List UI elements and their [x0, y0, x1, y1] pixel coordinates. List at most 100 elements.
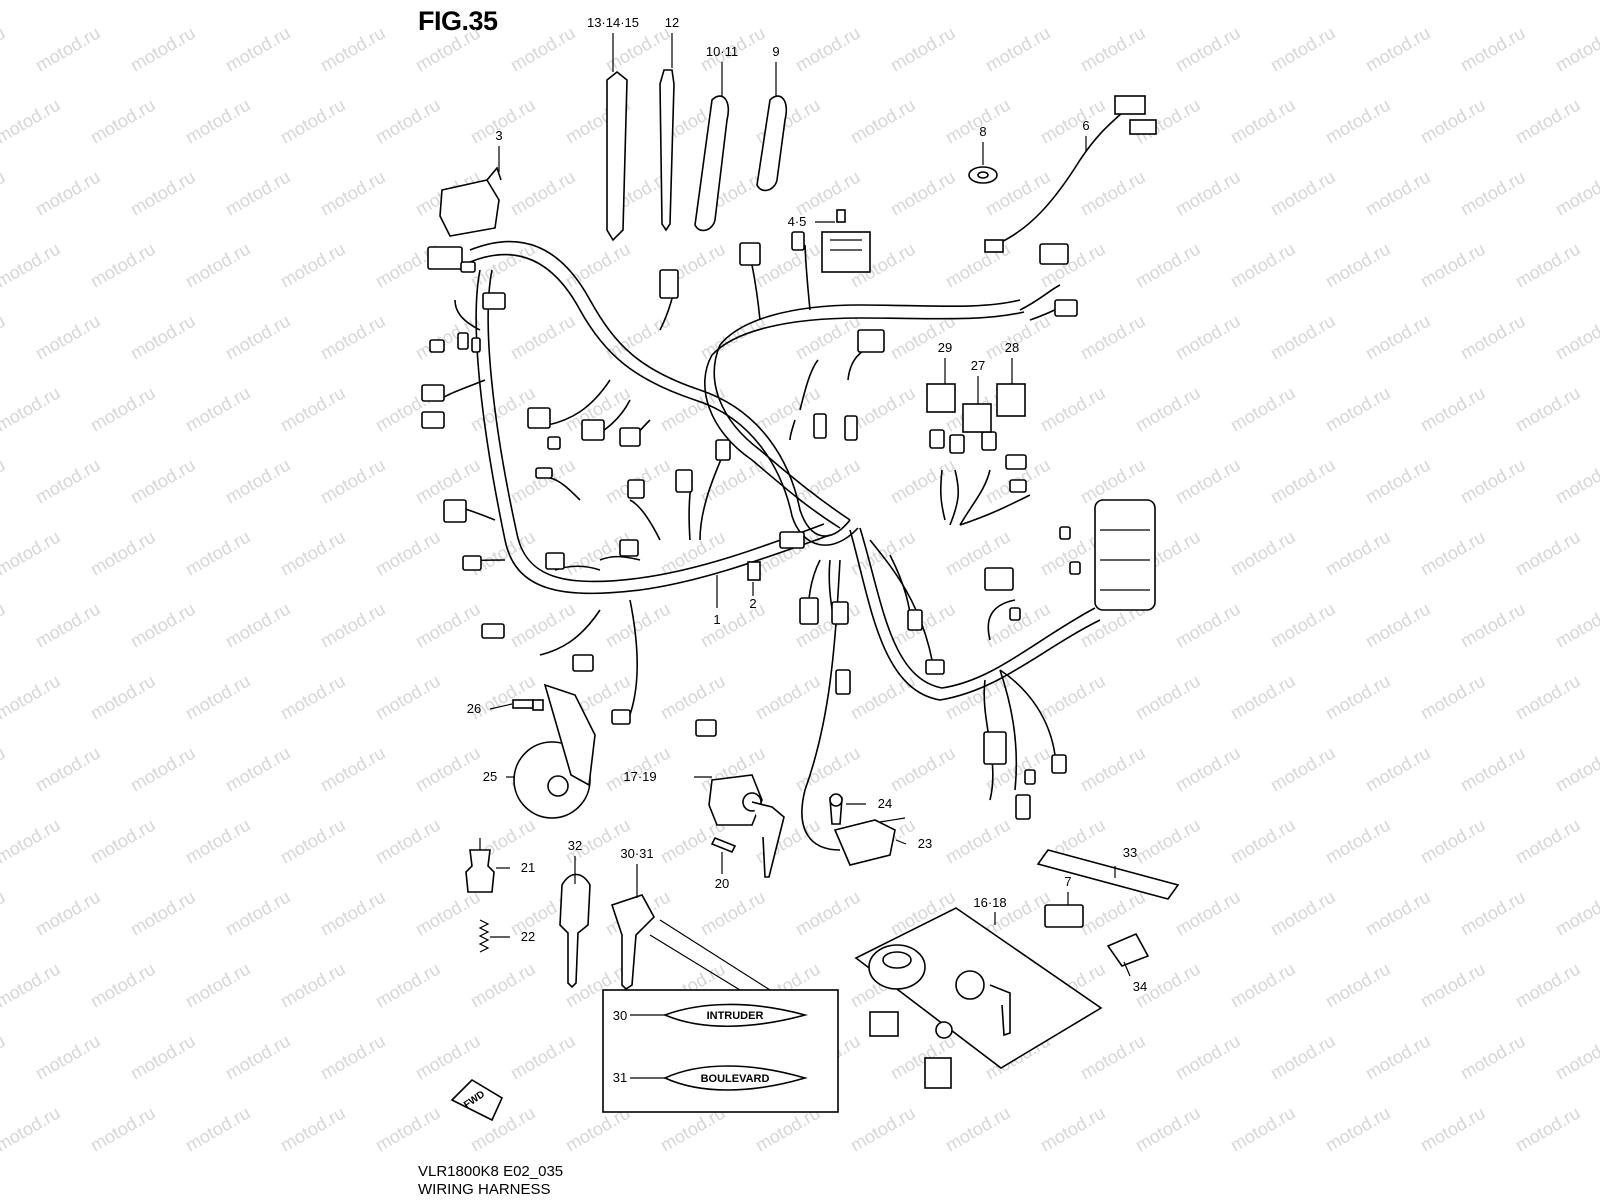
- harness-connector: [983, 731, 1007, 765]
- harness-connector: [460, 261, 476, 273]
- watermark-text: motod.ru: [1322, 239, 1394, 292]
- watermark-text: motod.ru: [182, 527, 254, 580]
- watermark-text: motod.ru: [752, 383, 824, 436]
- watermark-text: motod.ru: [182, 0, 254, 3]
- harness-connector: [779, 531, 805, 549]
- watermark-text: motod.ru: [1362, 599, 1434, 652]
- emblem-31-text: BOULEVARD: [701, 1073, 770, 1085]
- screw-20: [710, 836, 737, 854]
- watermark-text: motod.ru: [0, 671, 64, 724]
- watermark-text: motod.ru: [507, 167, 579, 220]
- watermark-text: motod.ru: [1227, 671, 1299, 724]
- watermark-text: motod.ru: [792, 455, 864, 508]
- watermark-text: motod.ru: [752, 95, 824, 148]
- watermark-text: motod.ru: [942, 815, 1014, 868]
- clamp-10-11: [694, 95, 730, 232]
- watermark-text: motod.ru: [87, 383, 159, 436]
- watermark-text: motod.ru: [1362, 743, 1434, 796]
- callout-10-11: 10·11: [706, 44, 738, 59]
- harness-connector: [715, 439, 731, 461]
- callout-30b: 30: [613, 1008, 627, 1023]
- ecm-connector-block: [1094, 499, 1156, 611]
- watermark-text: motod.ru: [982, 599, 1054, 652]
- harness-connector: [675, 469, 693, 493]
- connector-2: [747, 561, 761, 581]
- watermark-text: motod.ru: [752, 0, 824, 3]
- watermark-text: motod.ru: [222, 23, 294, 76]
- watermark-text: motod.ru: [847, 671, 919, 724]
- watermark-text: motod.ru: [222, 455, 294, 508]
- watermark-text: motod.ru: [412, 23, 484, 76]
- callout-30-31: 30·31: [620, 846, 653, 861]
- watermark-text: motod.ru: [0, 887, 9, 940]
- watermark-text: motod.ru: [1037, 671, 1109, 724]
- callout-12: 12: [665, 15, 679, 30]
- harness-connector: [949, 434, 965, 454]
- callout-13-14-15: 13·14·15: [587, 15, 639, 30]
- emblem-30-text: INTRUDER: [707, 1010, 764, 1022]
- watermark-text: motod.ru: [847, 95, 919, 148]
- harness-connector: [429, 339, 445, 353]
- watermark-text: motod.ru: [1457, 167, 1529, 220]
- watermark-text: motod.ru: [87, 239, 159, 292]
- watermark-text: motod.ru: [1322, 671, 1394, 724]
- leader-line-34: [1123, 961, 1131, 977]
- watermark-text: motod.ru: [277, 815, 349, 868]
- watermark-text: motod.ru: [0, 0, 64, 3]
- watermark-text: motod.ru: [372, 815, 444, 868]
- watermark-text: motod.ru: [792, 743, 864, 796]
- watermark-text: motod.ru: [222, 743, 294, 796]
- watermark-text: motod.ru: [1132, 1103, 1204, 1156]
- watermark-text: motod.ru: [317, 743, 389, 796]
- watermark-text: motod.ru: [657, 527, 729, 580]
- watermark-text: motod.ru: [127, 887, 199, 940]
- harness-connector: [481, 623, 505, 639]
- watermark-text: motod.ru: [1512, 959, 1584, 1012]
- watermark-text: motod.ru: [182, 671, 254, 724]
- watermark-text: motod.ru: [792, 167, 864, 220]
- watermark-text: motod.ru: [942, 95, 1014, 148]
- callout-23: 23: [918, 836, 932, 851]
- harness-connector: [527, 407, 551, 429]
- harness-connector: [572, 654, 594, 672]
- watermark-text: motod.ru: [87, 959, 159, 1012]
- watermark-text: motod.ru: [127, 167, 199, 220]
- watermark-text: motod.ru: [1037, 383, 1109, 436]
- watermark-text: motod.ru: [32, 167, 104, 220]
- watermark-text: motod.ru: [1322, 959, 1394, 1012]
- watermark-text: motod.ru: [277, 671, 349, 724]
- watermark-text: motod.ru: [317, 311, 389, 364]
- watermark-text: motod.ru: [32, 311, 104, 364]
- watermark-text: motod.ru: [1077, 167, 1149, 220]
- watermark-text: motod.ru: [467, 959, 539, 1012]
- watermark-text: motod.ru: [1077, 743, 1149, 796]
- harness-connector: [1015, 794, 1031, 820]
- watermark-text: motod.ru: [1077, 1031, 1149, 1084]
- sensor-23: [833, 819, 896, 866]
- spring-22: [478, 919, 490, 953]
- watermark-text: motod.ru: [127, 455, 199, 508]
- figure-caption: WIRING HARNESS: [418, 1181, 551, 1198]
- watermark-text: motod.ru: [697, 887, 769, 940]
- watermark-text: motod.ru: [1362, 167, 1434, 220]
- watermark-text: motod.ru: [1267, 887, 1339, 940]
- harness-connector: [791, 231, 805, 251]
- watermark-text: motod.ru: [752, 671, 824, 724]
- watermark-text: motod.ru: [1457, 887, 1529, 940]
- watermark-text: motod.ru: [372, 95, 444, 148]
- watermark-text: motod.ru: [1172, 887, 1244, 940]
- harness-connector: [545, 552, 565, 570]
- harness-connector: [611, 709, 631, 725]
- callout-3: 3: [495, 128, 502, 143]
- watermark-text: motod.ru: [1267, 743, 1339, 796]
- callout-29: 29: [938, 340, 952, 355]
- watermark-text: motod.ru: [1322, 0, 1394, 3]
- watermark-text: motod.ru: [1552, 23, 1600, 76]
- watermark-text: motod.ru: [1417, 815, 1489, 868]
- watermark-text: motod.ru: [1457, 23, 1529, 76]
- harness-connector: [831, 601, 849, 625]
- watermark-text: motod.ru: [1322, 815, 1394, 868]
- pad-34: [1106, 932, 1150, 967]
